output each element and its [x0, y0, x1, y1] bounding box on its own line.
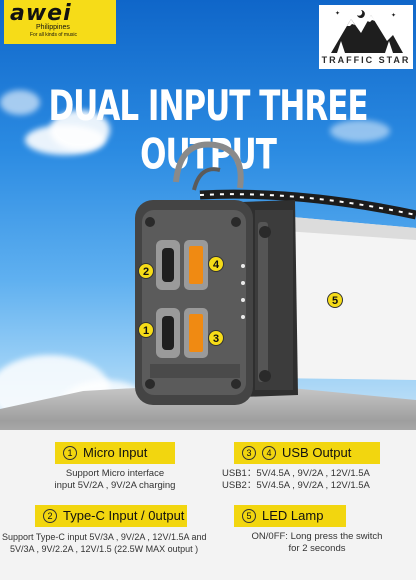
traffic-star-badge: ✦ ✦ TRAFFIC STAR — [319, 5, 413, 69]
feature-number: 3 — [242, 445, 256, 460]
marker-4: 4 — [208, 256, 224, 272]
power-bank-device: 2 1 4 3 5 — [135, 141, 416, 405]
typec-label: 2 Type-C Input / 0utput — [35, 505, 187, 527]
awei-logo: awei Philippines For all kinds of music — [4, 0, 116, 44]
cloud — [0, 90, 40, 115]
cloud — [330, 120, 390, 142]
marker-3: 3 — [208, 330, 224, 346]
logo-word: awei — [10, 1, 72, 26]
desc-line: for 2 seconds — [288, 543, 346, 554]
led-lamp-description: ON/0FF: Long press the switch for 2 seco… — [222, 531, 412, 555]
feature-number: 5 — [242, 508, 256, 523]
feature-title: Type-C Input / 0utput — [63, 508, 185, 523]
feature-panel: 1 Micro Input Support Micro interface inp… — [0, 430, 416, 580]
feature-title: LED Lamp — [262, 508, 324, 523]
logo-tagline: For all kinds of music — [30, 32, 77, 38]
logo-sub: Philippines — [36, 24, 70, 31]
led-lamp-label: 5 LED Lamp — [234, 505, 346, 527]
feature-number: 2 — [43, 508, 57, 523]
marker-2: 2 — [138, 263, 154, 279]
feature-title: Micro Input — [83, 445, 148, 460]
micro-input-description: Support Micro interface input 5V/2A , 9V… — [20, 468, 210, 492]
svg-text:✦: ✦ — [335, 10, 340, 17]
badge-text: TRAFFIC STAR — [321, 55, 411, 65]
desc-line: USB2：5V/4.5A , 9V/2A , 12V/1.5A — [222, 480, 370, 491]
desc-line: 5V/3A , 9V/2.2A , 12V/1.5 (22.5W MAX out… — [10, 544, 199, 554]
cloud — [50, 110, 110, 150]
svg-text:✦: ✦ — [391, 12, 396, 19]
marker-5: 5 — [327, 292, 343, 308]
usb-output-description: USB1：5V/4.5A , 9V/2A , 12V/1.5A USB2：5V/… — [222, 468, 416, 492]
mountain-logo-icon: ✦ ✦ — [331, 10, 403, 53]
feature-number: 1 — [63, 445, 77, 460]
feature-title: USB Output — [282, 445, 352, 460]
marker-1: 1 — [138, 322, 154, 338]
micro-input-label: 1 Micro Input — [55, 442, 175, 464]
power-bank-illustration — [135, 141, 416, 405]
desc-line: Support Type-C input 5V/3A , 9V/2A , 12V… — [2, 532, 207, 542]
feature-number: 4 — [262, 445, 276, 460]
headline: DUAL INPUT THREE OUTPUT — [48, 82, 368, 180]
desc-line: Support Micro interface — [65, 468, 165, 479]
typec-description: Support Type-C input 5V/3A , 9V/2A , 12V… — [2, 531, 222, 555]
desc-line: USB1：5V/4.5A , 9V/2A , 12V/1.5A — [222, 468, 370, 479]
desc-line: input 5V/2A , 9V/2A charging — [54, 480, 176, 491]
desc-line: ON/0FF: Long press the switch — [251, 531, 383, 542]
